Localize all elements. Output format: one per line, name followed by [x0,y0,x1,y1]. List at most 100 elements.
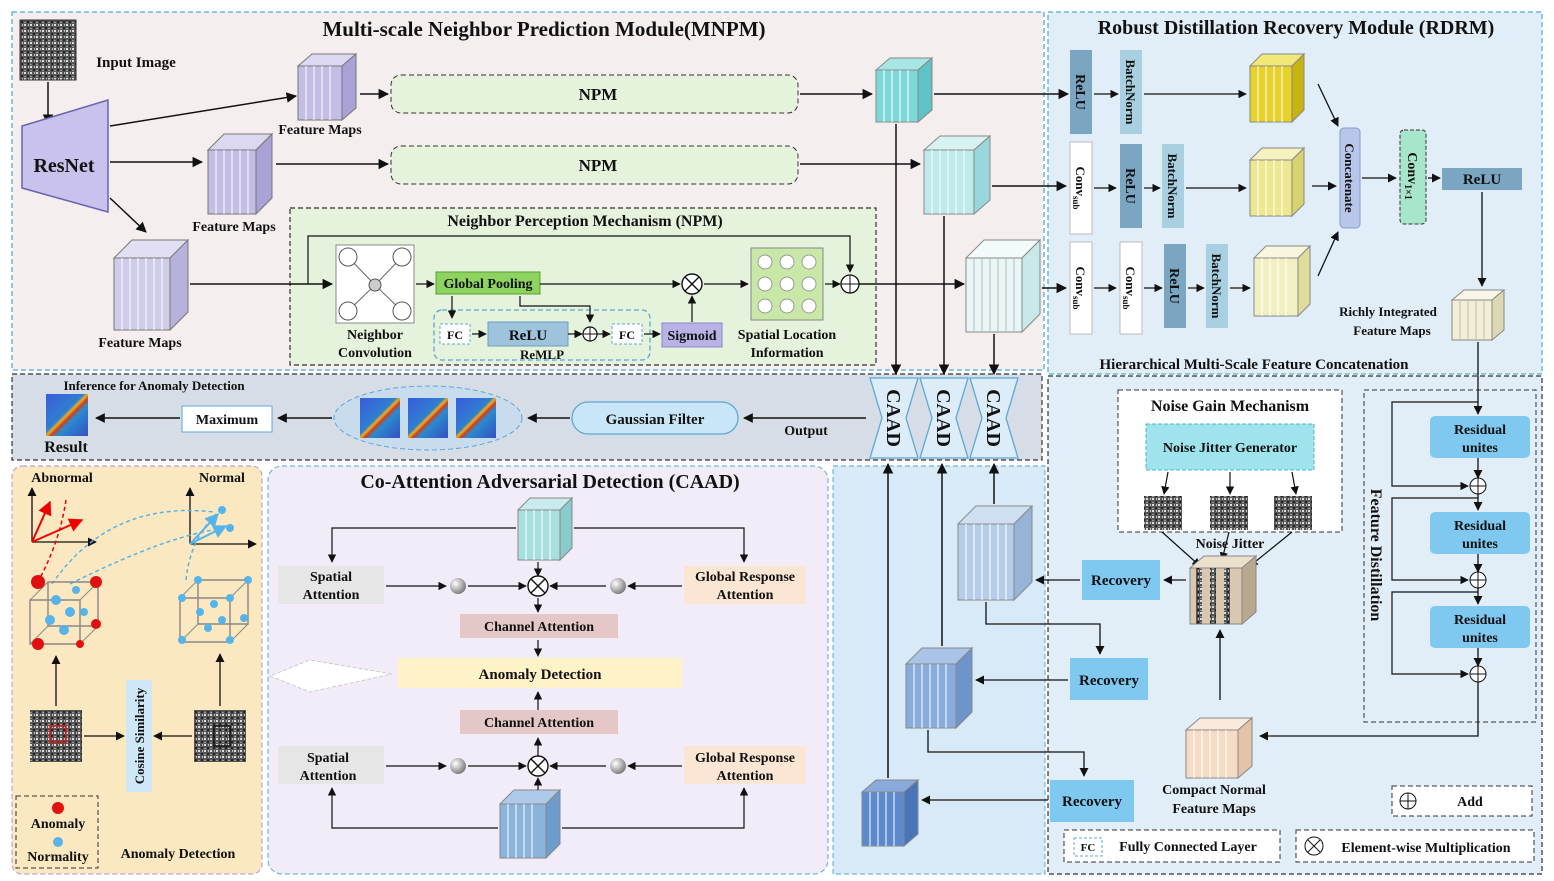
heatmap-2 [408,398,448,438]
caad-top-fm [516,496,574,562]
compact-label-2: Feature Maps [1172,802,1256,817]
conv1x1-block [1399,129,1427,225]
rdrm-final-relu [1442,168,1522,190]
mapping-curve-1 [51,509,215,585]
cosine-similarity-block [126,680,152,792]
multiply-icon-caad-top [527,575,549,597]
legend-add-icon [1399,792,1417,810]
residual-unit-1 [1430,416,1530,458]
anomaly-sample-image [30,710,82,762]
residual-1-label-2: unites [1462,441,1498,456]
normality-dot [53,837,63,847]
caad-label-1: CAAD [882,389,904,447]
arrow-top-spatial [327,527,516,563]
anomaly-legend-box [15,795,99,869]
attention-ball-2 [610,578,626,594]
npm-block-1 [390,74,799,114]
richly-label-2: Feature Maps [1353,323,1430,338]
neighbor-conv-label-1: Neighbor [347,328,403,343]
residual-add-icons [1259,401,1487,741]
legend-fc-desc: Fully Connected Layer [1119,840,1257,855]
arrow-bottom-spatial [327,787,498,829]
attention-ball-3 [450,758,466,774]
recovery-2-label: Recovery [1079,673,1139,689]
channel-att-bottom-label: Channel Attention [484,716,594,731]
spatial-att-top-1: Spatial [310,570,352,585]
legend-fc-abbr: FC [1081,842,1096,854]
spatial-location-grid [750,247,824,321]
residual-2-label-2: unites [1462,537,1498,552]
remlp-relu-label: ReLU [509,328,547,344]
left-anomaly-detection-label: Anomaly Detection [121,847,236,862]
channel-att-top-label: Channel Attention [484,620,594,635]
arrow-bottom-global [562,787,749,829]
result-heatmap [46,394,88,436]
rdrm-final-relu-label: ReLU [1463,172,1501,188]
arrow-noise2-jit [1219,531,1230,561]
noise-sample-1 [1144,496,1182,530]
caad-hourglass-1: CAAD [869,377,919,459]
global-response-attention-bottom [684,746,806,784]
fc-block-1 [439,323,471,345]
attention-ball-1 [450,578,466,594]
arrow-noise3-jit [1249,531,1293,567]
mapping-curve-2 [69,527,227,585]
recovered-fm-1 [956,504,1034,602]
caad-label-2: CAAD [932,389,954,447]
gaussian-filter-block [571,401,739,435]
arrow-gen-noise1 [1161,471,1170,495]
caad-hourglass-2: CAAD [919,377,969,459]
rdrm-convsub-2: Convsub [1071,266,1088,309]
richly-label-1: Richly Integrated [1339,304,1438,319]
big-left-arrow [268,659,393,693]
npm-block-2-label: NPM [579,156,618,175]
spatial-att-bottom-2: Attention [300,769,357,784]
abnormal-label: Abnormal [31,471,93,486]
npm-output-fm-1 [874,56,934,124]
rdrm-relu-2: ReLU [1122,168,1137,204]
legend-mult-label: Element-wise Multiplication [1341,841,1510,856]
compact-normal-fm [1184,716,1254,780]
caad-hourglass-3: CAAD [969,377,1019,459]
recovery-1-label: Recovery [1091,573,1151,589]
input-image-label: Input Image [96,55,176,71]
feature-maps-1-label: Feature Maps [278,123,362,138]
normal-region-box [213,725,231,747]
spatial-att-bottom-1: Spatial [307,751,349,766]
arrow-fm1-recov2 [985,602,1105,655]
left-anomaly-region [11,465,263,875]
caad-bottom-fm [498,788,562,860]
mnpm-title: Multi-scale Neighbor Prediction Module(M… [322,17,765,41]
legend-mult-icon [1304,836,1324,856]
spatial-attention-bottom [278,746,384,784]
rdrm-bn-1: BatchNorm [1123,60,1138,125]
residual-3-label-2: unites [1462,631,1498,646]
residual-unit-2 [1430,512,1530,554]
rdrm-convsub-1: Convsub [1071,166,1088,209]
npm-output-fm-2 [922,134,992,216]
arrow-fm2-recov3 [927,730,1089,777]
neighbor-conv-label-2: Convolution [338,346,412,361]
recovery-block-3 [1050,780,1134,822]
conv1x1-label: Conv1×1 [1402,152,1419,200]
noise-gain-title: Noise Gain Mechanism [1151,398,1310,415]
spatial-attention-top [278,566,384,604]
arrow-gen-noise3 [1290,471,1299,495]
spatial-att-top-2: Attention [303,588,360,603]
anomaly-detection-label: Anomaly Detection [479,667,603,683]
rdrm-convsub-3: Convsub [1121,266,1138,309]
residual-unit-3 [1430,606,1530,648]
multiply-icon-caad-bottom [527,755,549,777]
rdrm-row-3: Convsub Convsub ReLU BatchNorm [1069,241,1312,335]
sigmoid-label: Sigmoid [667,329,716,344]
abnormal-cube [29,575,102,650]
recovery-block-2 [1070,658,1148,700]
rdrm-relu-3: ReLU [1166,268,1181,304]
maximum-label: Maximum [196,413,259,428]
global-response-attention-top [684,566,806,604]
normal-sample-image [194,710,246,762]
feature-maps-3-label: Feature Maps [98,336,182,351]
npm-block-2 [390,145,799,185]
recovered-fm-3 [860,778,920,848]
